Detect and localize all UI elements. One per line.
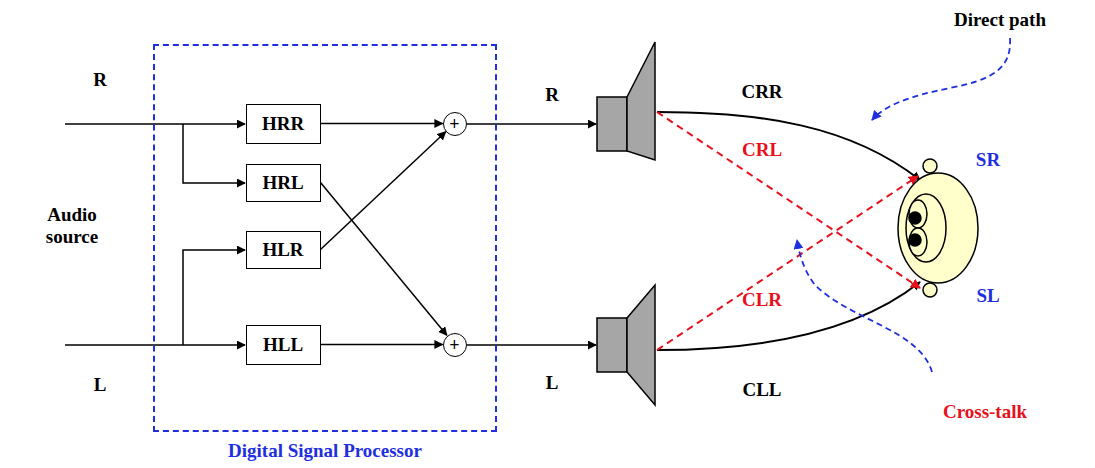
summing-junction: + bbox=[443, 333, 467, 357]
signal-connector bbox=[321, 123, 443, 125]
signal-connector bbox=[321, 183, 447, 336]
ear-label: SR bbox=[976, 149, 1000, 171]
path-name: CRR bbox=[741, 81, 782, 103]
signal-connector bbox=[321, 344, 443, 346]
dsp-frame: Digital Signal ProcessorHRRHRLHLRHLL++ bbox=[153, 44, 497, 432]
acoustic-paths bbox=[657, 112, 920, 350]
signal-name: R bbox=[545, 84, 559, 106]
filter-box: HRR bbox=[246, 104, 321, 144]
callout-arrows bbox=[797, 38, 1010, 372]
signal-name: R bbox=[93, 69, 107, 91]
frame-title: Digital Signal Processor bbox=[228, 440, 422, 462]
filter-name: HLR bbox=[262, 239, 303, 261]
signal-name: L bbox=[546, 372, 559, 394]
input-wires bbox=[65, 124, 596, 345]
speaker-symbol bbox=[597, 42, 655, 405]
filter-box: HLL bbox=[246, 325, 321, 365]
listener-head bbox=[898, 159, 978, 297]
filter-name: HLL bbox=[263, 334, 303, 356]
path-name: CRL bbox=[742, 139, 782, 161]
path-name: CLL bbox=[742, 379, 781, 401]
filter-box: HRL bbox=[246, 164, 321, 202]
operator-sign: + bbox=[449, 115, 459, 133]
summing-junction: + bbox=[443, 112, 467, 136]
operator-sign: + bbox=[449, 336, 459, 354]
filter-name: HRR bbox=[262, 113, 304, 135]
ear-label: SL bbox=[976, 285, 999, 307]
signal-name: L bbox=[94, 374, 107, 396]
signal-connector bbox=[321, 132, 446, 250]
source-label: Audio source bbox=[37, 204, 107, 248]
callout-label: Cross-talk bbox=[943, 401, 1027, 423]
filter-box: HLR bbox=[246, 231, 321, 269]
path-name: CLR bbox=[742, 289, 782, 311]
filter-name: HRL bbox=[262, 172, 303, 194]
callout-label: Direct path bbox=[954, 9, 1046, 31]
